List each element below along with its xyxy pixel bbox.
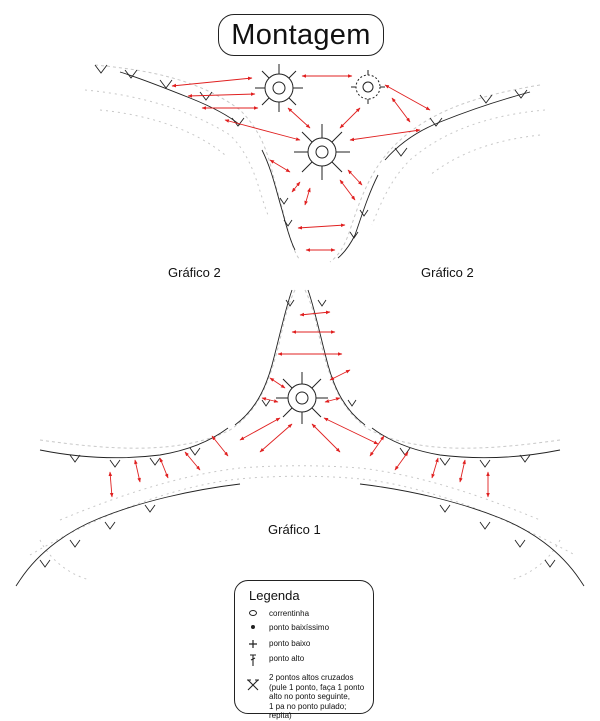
motif-center-bottom [276, 372, 328, 424]
legend-item: correntinha [243, 609, 371, 619]
legend-box: Legenda correntinha ponto baixíssimo pon… [234, 580, 374, 714]
slip-stitch-icon [243, 623, 263, 631]
legend-label: correntinha [263, 609, 309, 619]
legend-label: ponto baixo [263, 639, 310, 649]
title-box: Montagem [218, 14, 384, 56]
panel-edges [16, 65, 584, 586]
label-chart2-right: Gráfico 2 [421, 265, 474, 280]
motif-top-left [255, 64, 303, 112]
chain-stitch-icon [243, 609, 263, 617]
page-title: Montagem [231, 19, 370, 52]
legend-item: ponto baixo [243, 639, 371, 649]
label-chart1: Gráfico 1 [268, 522, 321, 537]
single-crochet-icon [243, 639, 263, 649]
motif-center-top [294, 124, 350, 180]
legend-title: Legenda [249, 588, 300, 603]
legend-label: ponto alto [263, 654, 304, 664]
crossed-double-crochet-icon [243, 673, 263, 692]
legend-item: ponto baixíssimo [243, 623, 371, 633]
legend-label: 2 pontos altos cruzados (pule 1 ponto, f… [263, 673, 371, 721]
legend-label: ponto baixíssimo [263, 623, 329, 633]
legend-item: ponto alto [243, 654, 371, 667]
motif-top-right [351, 70, 385, 104]
legend-item: 2 pontos altos cruzados (pule 1 ponto, f… [243, 673, 371, 721]
double-crochet-icon [243, 654, 263, 667]
label-chart2-left: Gráfico 2 [168, 265, 221, 280]
join-arrows [110, 76, 488, 497]
top-right-panel [330, 85, 545, 262]
